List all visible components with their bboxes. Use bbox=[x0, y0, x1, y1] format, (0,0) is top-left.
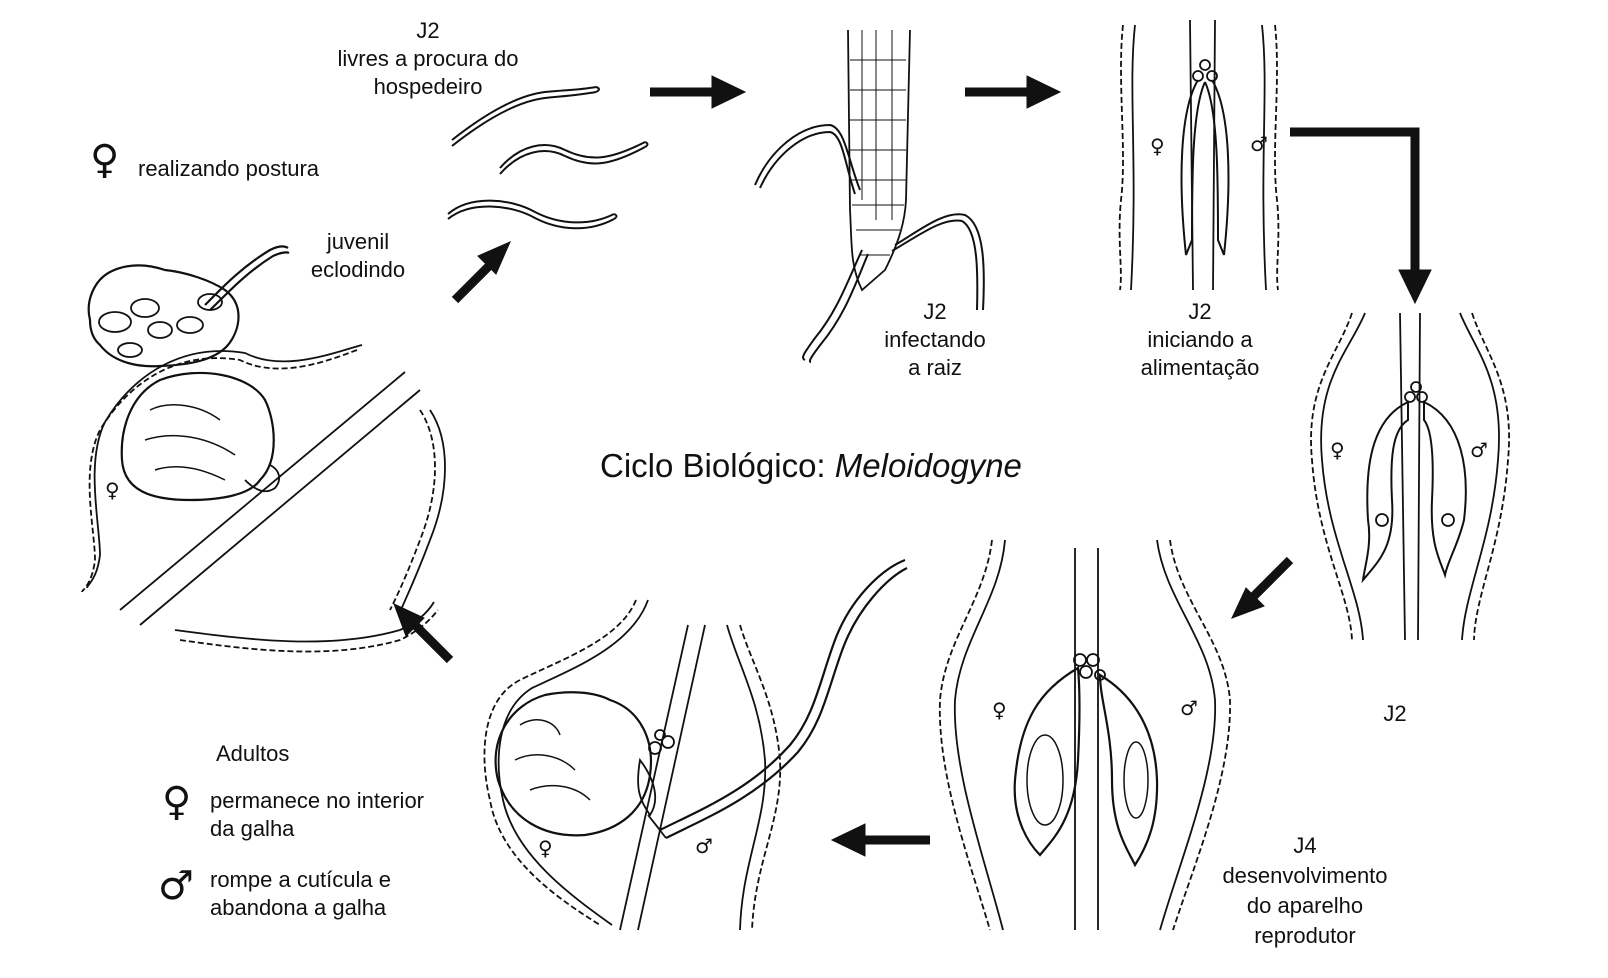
j4-label-3: do aparelho bbox=[1246, 893, 1364, 918]
adult-female-label-2: da galha bbox=[210, 816, 295, 841]
female-symbol: ♀ bbox=[1330, 438, 1345, 462]
adult-female-label-1: permanece no interior bbox=[210, 788, 425, 813]
cycle-arrows bbox=[393, 75, 1432, 857]
adult-male-label-1: rompe a cutícula e bbox=[210, 867, 391, 892]
adults-gall-panel bbox=[483, 558, 908, 931]
female-symbol: ♀ bbox=[162, 779, 192, 825]
female-symbol: ♀ bbox=[992, 698, 1007, 722]
diagram-title: Ciclo Biológico: Meloidogyne bbox=[600, 446, 1022, 486]
arrow-to-j4 bbox=[1231, 556, 1294, 619]
free-j2-juveniles bbox=[447, 86, 649, 230]
juvenile-hatching-label-1: juvenil bbox=[326, 229, 390, 254]
female-symbol: ♀ bbox=[538, 836, 553, 860]
male-symbol: ♂ bbox=[695, 834, 713, 858]
j2-gall-panel bbox=[1310, 312, 1510, 641]
adults-title: Adultos bbox=[216, 741, 290, 766]
j4-development-panel bbox=[938, 539, 1231, 931]
male-symbol: ♂ bbox=[1250, 132, 1268, 156]
j2-stage-label: J2 bbox=[1383, 701, 1407, 726]
feeding-label-1: J2 bbox=[1188, 299, 1212, 324]
root-infection-panel bbox=[754, 29, 985, 363]
egg-laying-label: realizando postura bbox=[138, 156, 320, 181]
infecting-label-3: a raiz bbox=[908, 355, 962, 380]
free-j2-label-3: hospedeiro bbox=[373, 74, 483, 99]
j4-label-2: desenvolvimento bbox=[1222, 863, 1388, 888]
j4-label-4: reprodutor bbox=[1254, 923, 1356, 948]
female-symbol: ♀ bbox=[1150, 134, 1165, 158]
arrow-to-infection bbox=[650, 75, 747, 109]
female-symbol: ♀ bbox=[90, 137, 120, 183]
juvenile-hatching-label-2: eclodindo bbox=[310, 257, 406, 282]
male-symbol: ♂ bbox=[158, 863, 194, 909]
egg-laying-panel bbox=[81, 245, 446, 653]
title-genus: Meloidogyne bbox=[834, 447, 1022, 484]
arrow-to-j2-gall bbox=[1290, 127, 1432, 305]
female-symbol: ♀ bbox=[105, 478, 120, 502]
infecting-label-2: infectando bbox=[884, 327, 986, 352]
free-j2-label-1: J2 bbox=[416, 18, 440, 43]
feeding-label-3: alimentação bbox=[1140, 355, 1260, 380]
arrow-to-egg-laying bbox=[393, 603, 454, 664]
adult-male-label-2: abandona a galha bbox=[210, 895, 387, 920]
male-symbol: ♂ bbox=[1180, 696, 1198, 720]
male-symbol: ♂ bbox=[1470, 438, 1488, 462]
arrow-to-free-j2 bbox=[451, 241, 511, 304]
infecting-label-1: J2 bbox=[923, 299, 947, 324]
free-j2-label-2: livres a procura do bbox=[337, 46, 519, 71]
title-prefix: Ciclo Biológico: bbox=[600, 447, 835, 484]
feeding-label-2: iniciando a bbox=[1147, 327, 1253, 352]
arrow-to-feeding bbox=[965, 75, 1062, 109]
arrow-to-adults bbox=[830, 823, 930, 857]
feeding-initiation-panel bbox=[1118, 19, 1280, 291]
j4-label-1: J4 bbox=[1293, 833, 1317, 858]
